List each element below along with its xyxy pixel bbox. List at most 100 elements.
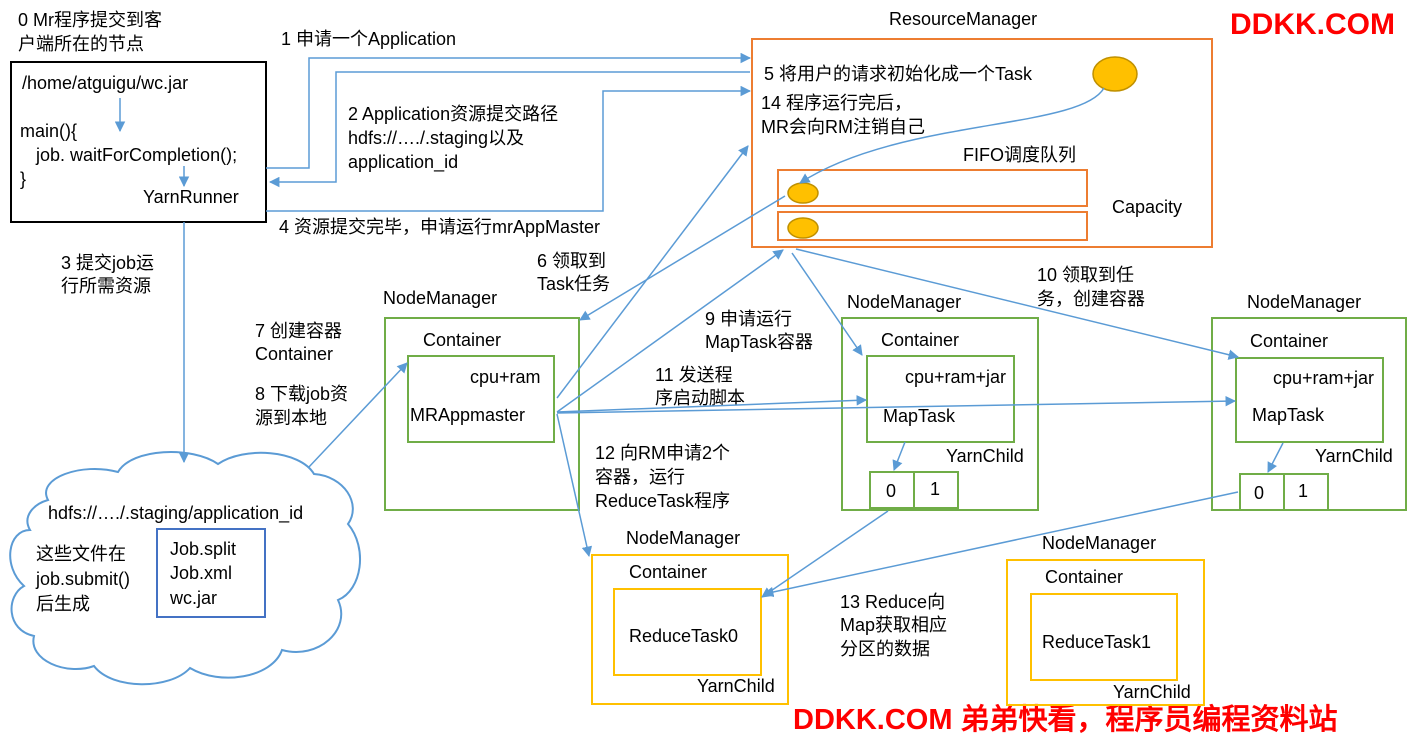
- map2-resources: cpu+ram+jar: [1273, 368, 1374, 388]
- arrow-map1-to-partitions: [892, 441, 906, 471]
- arrow-step11-launch-map2: [556, 395, 1237, 414]
- step12-line2: 容器，运行: [595, 467, 685, 487]
- step12-line1: 12 向RM申请2个: [595, 443, 730, 463]
- rm-step14-line1: 14 程序运行完后，: [761, 93, 912, 113]
- step7-line1: 7 创建容器: [255, 321, 342, 341]
- client-code-line4: }: [20, 169, 26, 189]
- arrow-step6-fetch-task: [579, 195, 786, 321]
- map1-partition-1-label: 1: [930, 479, 940, 499]
- job-file-jar: wc.jar: [169, 588, 217, 608]
- map1-task-label: MapTask: [883, 406, 956, 426]
- job-file-split: Job.split: [170, 539, 236, 559]
- step6-line2: Task任务: [537, 274, 610, 294]
- step11-line2: 序启动脚本: [655, 388, 745, 408]
- rm-step5-label: 5 将用户的请求初始化成一个Task: [764, 64, 1033, 84]
- arrow-step11-launch-map1: [556, 395, 868, 413]
- client-box: [10, 61, 267, 223]
- arrow-step13-fetch-map1: [761, 510, 889, 598]
- hdfs-staging-path: hdfs://…./.staging/application_id: [48, 503, 303, 524]
- arrow-step9-request-maptask: [556, 249, 784, 413]
- step2-line1: 2 Application资源提交路径: [348, 104, 558, 124]
- step13-line1: 13 Reduce向: [840, 592, 945, 612]
- job-files-box: [156, 528, 266, 618]
- map2-node-title: NodeManager: [1247, 292, 1361, 312]
- app-master-resources: cpu+ram: [470, 367, 541, 387]
- arrow-task-to-queue: [799, 87, 1105, 184]
- map2-yarn-child: YarnChild: [1315, 446, 1393, 466]
- mr-app-master-label: MRAppmaster: [410, 405, 525, 425]
- step3-line2: 行所需资源: [61, 276, 151, 296]
- step10-line2: 务，创建容器: [1037, 289, 1145, 309]
- reduce1-container-label: Container: [1045, 567, 1123, 587]
- reduce1-yarn-child: YarnChild: [1113, 682, 1191, 702]
- step4-label: 4 资源提交完毕，申请运行mrAppMaster: [279, 217, 600, 237]
- yarn-runner-label: YarnRunner: [143, 187, 239, 207]
- reduce0-yarn-child: YarnChild: [697, 676, 775, 696]
- app-master-node-title: NodeManager: [383, 288, 497, 308]
- step8-line2: 源到本地: [255, 408, 327, 428]
- rm-task-token: [1092, 56, 1138, 92]
- reduce1-node-box: [1006, 559, 1205, 706]
- hdfs-note-line1: 这些文件在: [36, 544, 126, 564]
- capacity-label: Capacity: [1112, 197, 1182, 217]
- app-master-node-box: [384, 317, 580, 511]
- reduce-task1-label: ReduceTask1: [1042, 632, 1151, 652]
- arrow-step2-return-path: [268, 71, 750, 188]
- arrow-rm-to-map1-node: [791, 252, 863, 356]
- reduce-task0-label: ReduceTask0: [629, 626, 738, 646]
- reduce0-node-box: [591, 554, 789, 705]
- client-caption-line2: 户端所在的节点: [18, 34, 144, 54]
- map2-partition-1: [1283, 473, 1329, 511]
- reduce1-container-box: [1030, 593, 1178, 681]
- map1-partition-1: [913, 471, 959, 509]
- step12-line3: ReduceTask程序: [595, 491, 730, 511]
- map1-node-title: NodeManager: [847, 292, 961, 312]
- queue-task-token-2: [787, 217, 819, 239]
- step13-line3: 分区的数据: [840, 639, 930, 659]
- app-master-container-label: Container: [423, 330, 501, 350]
- step9-line2: MapTask容器: [705, 332, 813, 352]
- step11-line1: 11 发送程: [655, 365, 733, 385]
- watermark-bottom: DDKK.COM 弟弟快看，程序员编程资料站: [793, 702, 1338, 734]
- job-file-xml: Job.xml: [170, 563, 232, 583]
- map1-partition-0-label: 0: [886, 481, 896, 501]
- map2-container-label: Container: [1250, 331, 1328, 351]
- resource-manager-box: [751, 38, 1213, 248]
- reduce0-node-title: NodeManager: [626, 528, 740, 548]
- step13-line2: Map获取相应: [840, 615, 947, 635]
- client-code-line2: main(){: [20, 121, 77, 141]
- arrow-step1-request-application: [266, 52, 752, 169]
- step2-line3: application_id: [348, 152, 458, 173]
- step3-line1: 3 提交job运: [61, 253, 154, 273]
- arrow-step4-request-appmaster: [266, 85, 752, 212]
- map1-node-box: [841, 317, 1039, 511]
- fifo-queue-slot-2: [777, 211, 1088, 241]
- map2-partition-0-label: 0: [1254, 483, 1264, 503]
- step9-line1: 9 申请运行: [705, 309, 792, 329]
- arrow-step13-fetch-map2: [762, 491, 1239, 598]
- client-caption-line1: 0 Mr程序提交到客: [18, 10, 162, 30]
- map1-resources: cpu+ram+jar: [905, 367, 1006, 387]
- step8-line1: 8 下载job资: [255, 384, 348, 404]
- arrow-map2-to-partitions: [1267, 442, 1284, 473]
- step1-label: 1 申请一个Application: [281, 29, 456, 49]
- map2-partition-1-label: 1: [1298, 481, 1308, 501]
- reduce1-node-title: NodeManager: [1042, 533, 1156, 553]
- client-code-line1: /home/atguigu/wc.jar: [22, 73, 188, 93]
- queue-task-token-1: [787, 182, 819, 204]
- arrow-step8-download-resources: [307, 362, 408, 469]
- fifo-queue-label: FIFO调度队列: [963, 145, 1076, 165]
- hdfs-note-line3: 后生成: [36, 594, 90, 614]
- map2-task-label: MapTask: [1252, 405, 1325, 425]
- hdfs-note-line2: job.submit(): [35, 569, 130, 589]
- step10-line1: 10 领取到任: [1037, 265, 1134, 285]
- map1-yarn-child: YarnChild: [946, 446, 1024, 466]
- step7-line2: Container: [255, 344, 333, 364]
- step6-line1: 6 领取到: [537, 251, 606, 271]
- client-code-line3: job. waitForCompletion();: [35, 145, 237, 165]
- reduce0-container-label: Container: [629, 562, 707, 582]
- watermark-top: DDKK.COM: [1230, 8, 1395, 41]
- map1-container-label: Container: [881, 330, 959, 350]
